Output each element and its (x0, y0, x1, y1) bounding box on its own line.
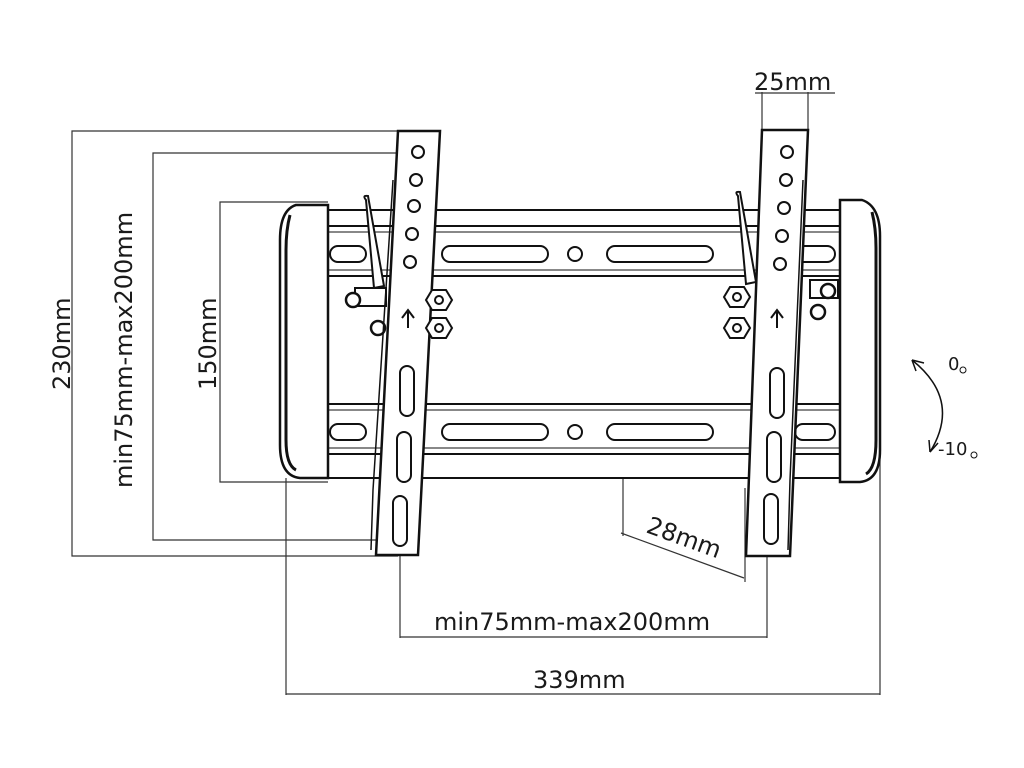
arm-width-label: 25mm (754, 68, 831, 96)
horizontal-vesa-label: min75mm-max200mm (434, 608, 710, 636)
vertical-plate-label: 150mm (194, 297, 222, 390)
end-cap-right (838, 198, 882, 484)
tilt-top-label: 0 (948, 354, 959, 375)
vertical-outer-label: 230mm (48, 297, 76, 390)
overall-width-label: 339mm (533, 666, 626, 694)
degree-mark-bottom (970, 451, 978, 459)
end-cap-left (278, 203, 330, 480)
vertical-vesa-label: min75mm-max200mm (110, 212, 138, 488)
tilt-bottom-label: -10 (938, 439, 967, 460)
lower-slots (329, 423, 836, 441)
left-arm-holes (392, 145, 425, 547)
dimension-lines (71, 92, 881, 695)
left-arm-bolts (424, 289, 454, 339)
tilt-indicator (911, 359, 944, 453)
right-tilt-arm (735, 128, 839, 558)
right-arm-holes (763, 145, 794, 545)
left-tilt-arm (344, 129, 442, 557)
right-arm-bolts (722, 286, 752, 339)
degree-mark-top (959, 366, 967, 374)
upper-slots (329, 245, 836, 263)
